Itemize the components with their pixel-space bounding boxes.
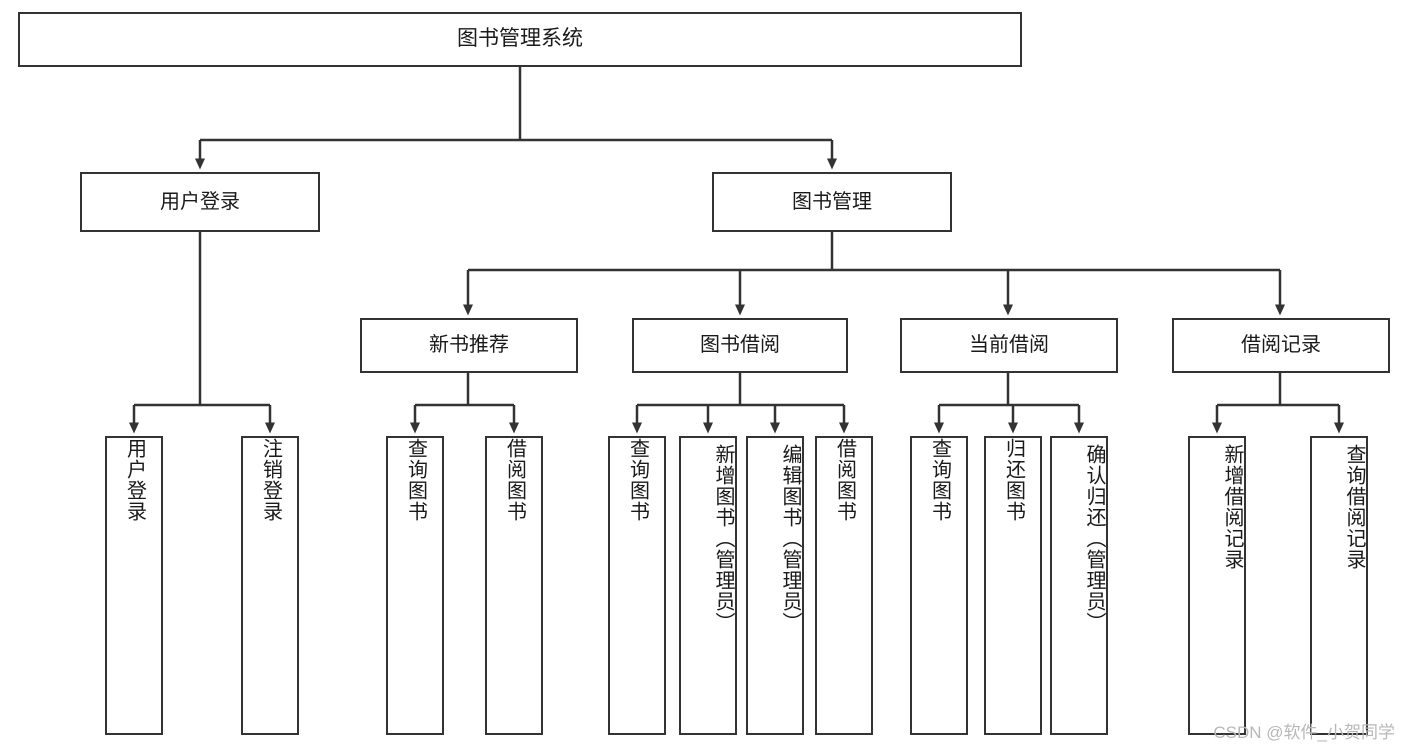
connector-newbooks-to-leaves (410, 373, 519, 434)
connector-borrow-to-leaves (632, 373, 849, 434)
node-label: 图书管理 (792, 190, 872, 213)
connector-records-to-leaves (1212, 373, 1344, 434)
connector-current-to-leaves (934, 373, 1084, 434)
node-label: 确认归还（管理员） (1083, 444, 1105, 633)
node-label: 归还图书 (1002, 438, 1025, 522)
node-label: 图书管理系统 (457, 27, 583, 51)
node-label: 借阅图书 (833, 438, 856, 522)
node-label: 查询图书 (404, 438, 427, 522)
node-book-borrow[interactable]: 图书借阅 (632, 318, 848, 373)
leaf-edit-book-admin[interactable]: 编辑图书（管理员） (746, 436, 804, 735)
node-current-borrow[interactable]: 当前借阅 (900, 318, 1118, 373)
connector-root-to-level2 (195, 67, 837, 170)
node-label: 新增图书（管理员） (712, 444, 734, 633)
node-label: 借阅记录 (1241, 334, 1321, 356)
node-borrow-records[interactable]: 借阅记录 (1172, 318, 1390, 373)
node-label: 借阅图书 (503, 438, 526, 522)
leaf-add-borrow-record[interactable]: 新增借阅记录 (1188, 436, 1246, 735)
node-label: 查询借阅记录 (1343, 444, 1365, 570)
leaf-query-borrow-record[interactable]: 查询借阅记录 (1310, 436, 1368, 735)
node-label: 编辑图书（管理员） (779, 444, 801, 633)
node-label: 当前借阅 (969, 334, 1049, 356)
node-label: 新增借阅记录 (1221, 444, 1243, 570)
leaf-add-book-admin[interactable]: 新增图书（管理员） (679, 436, 737, 735)
node-label: 新书推荐 (429, 334, 509, 356)
watermark-text: CSDN @软件_小贺同学 (1213, 723, 1395, 742)
node-book-management[interactable]: 图书管理 (712, 172, 952, 232)
leaf-borrow-books[interactable]: 借阅图书 (815, 436, 873, 735)
leaf-user-login[interactable]: 用户登录 (105, 436, 163, 735)
leaf-query-books-new[interactable]: 查询图书 (386, 436, 444, 735)
node-label: 用户登录 (123, 438, 146, 522)
node-label: 查询图书 (626, 438, 649, 522)
node-new-book-recommend[interactable]: 新书推荐 (360, 318, 578, 373)
leaf-query-books-current[interactable]: 查询图书 (910, 436, 968, 735)
leaf-borrow-books-new[interactable]: 借阅图书 (485, 436, 543, 735)
node-label: 用户登录 (160, 190, 240, 213)
node-label: 图书借阅 (700, 334, 780, 356)
node-label: 查询图书 (928, 438, 951, 522)
node-root-system[interactable]: 图书管理系统 (18, 12, 1022, 67)
connector-books-to-level3 (463, 232, 1285, 316)
leaf-logout-login[interactable]: 注销登录 (241, 436, 299, 735)
leaf-confirm-return-admin[interactable]: 确认归还（管理员） (1050, 436, 1108, 735)
leaf-return-books[interactable]: 归还图书 (984, 436, 1042, 735)
leaf-query-books-borrow[interactable]: 查询图书 (608, 436, 666, 735)
node-label: 注销登录 (259, 438, 282, 522)
connector-login-to-leaves (129, 232, 275, 434)
node-user-login[interactable]: 用户登录 (80, 172, 320, 232)
